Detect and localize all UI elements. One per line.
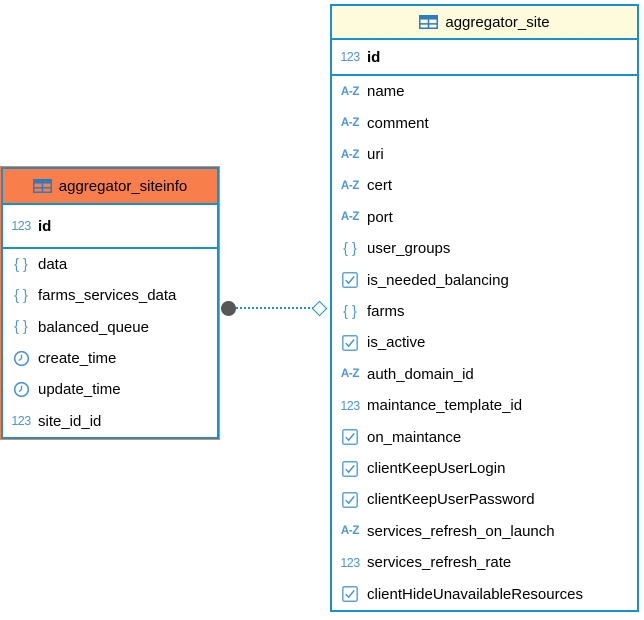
field-name: site_id_id (38, 412, 102, 430)
field-name: uri (367, 146, 384, 164)
field-name: auth_domain_id (367, 365, 474, 383)
field-name: port (367, 208, 393, 226)
datetime-type-icon (10, 381, 32, 398)
field-row-site_id_id[interactable]: 123 site_id_id (3, 406, 217, 437)
field-name: update_time (38, 381, 121, 399)
table-icon (32, 179, 52, 193)
field-name: farms (367, 303, 405, 321)
field-row-clientKeepUserLogin[interactable]: clientKeepUserLogin (332, 453, 637, 484)
boolean-type-icon (339, 429, 361, 446)
json-type-icon: { } (343, 303, 357, 320)
field-row-is_needed_balancing[interactable]: is_needed_balancing (332, 264, 637, 295)
table-header[interactable]: aggregator_siteinfo (3, 169, 217, 205)
boolean-type-icon (339, 272, 361, 289)
field-name: on_maintance (367, 428, 462, 446)
text-type-icon: A-Z (340, 525, 360, 538)
text-type-icon: A-Z (340, 85, 360, 98)
field-row-farms[interactable]: { } farms (332, 296, 637, 327)
field-row-data[interactable]: { } data (3, 249, 217, 280)
field-name: cert (367, 177, 393, 195)
relationship-line[interactable] (231, 307, 326, 309)
field-name: is_needed_balancing (367, 271, 509, 289)
field-row-is_active[interactable]: is_active (332, 327, 637, 358)
field-row-comment[interactable]: A-Z comment (332, 107, 637, 138)
field-row-name[interactable]: A-Z name (332, 76, 637, 107)
field-row-balanced_queue[interactable]: { } balanced_queue (3, 312, 217, 343)
json-type-icon: { } (14, 256, 28, 273)
field-name: maintance_template_id (367, 397, 523, 415)
key-field-row[interactable]: 123 id (332, 40, 637, 76)
field-name: comment (367, 114, 429, 132)
boolean-type-icon (339, 586, 361, 603)
text-type-icon: A-Z (340, 179, 360, 192)
datetime-type-icon (10, 350, 32, 367)
text-type-icon: A-Z (340, 117, 360, 130)
field-row-on_maintance[interactable]: on_maintance (332, 421, 637, 452)
field-row-services_refresh_rate[interactable]: 123 services_refresh_rate (332, 547, 637, 578)
field-row-port[interactable]: A-Z port (332, 202, 637, 233)
json-type-icon: { } (343, 240, 357, 257)
relationship-one-end-diamond-icon[interactable] (311, 300, 328, 316)
field-list: { } data { } farms_services_data { } balanced… (3, 249, 217, 437)
field-name: clientHideUnavailableResources (367, 585, 583, 603)
number-type-icon: 123 (11, 219, 31, 233)
boolean-type-icon (339, 335, 361, 351)
field-name: user_groups (367, 240, 451, 258)
field-name: data (38, 256, 68, 274)
key-field-name: id (367, 48, 381, 66)
field-name: clientKeepUserLogin (367, 460, 506, 478)
field-row-update_time[interactable]: update_time (3, 374, 217, 405)
json-type-icon: { } (14, 319, 28, 336)
table-title: aggregator_siteinfo (58, 177, 188, 195)
number-type-icon: 123 (340, 555, 360, 570)
field-row-clientKeepUserPassword[interactable]: clientKeepUserPassword (332, 484, 637, 515)
field-row-create_time[interactable]: create_time (3, 343, 217, 374)
field-row-maintance_template_id[interactable]: 123 maintance_template_id (332, 390, 637, 421)
text-type-icon: A-Z (340, 148, 360, 161)
number-type-icon: 123 (340, 50, 360, 64)
field-name: balanced_queue (38, 318, 149, 336)
field-name: services_refresh_rate (367, 554, 512, 572)
field-row-clientHideUnavailableResources[interactable]: clientHideUnavailableResources (332, 579, 637, 610)
field-name: name (367, 83, 405, 101)
field-row-services_refresh_on_launch[interactable]: A-Z services_refresh_on_launch (332, 516, 637, 547)
field-name: clientKeepUserPassword (367, 491, 535, 509)
boolean-type-icon (339, 492, 361, 508)
relationship-many-end-dot-icon[interactable] (221, 300, 236, 316)
relationship-connector[interactable] (219, 299, 331, 317)
field-name: is_active (367, 334, 426, 352)
key-field-row[interactable]: 123 id (3, 205, 217, 249)
text-type-icon: A-Z (340, 211, 360, 224)
field-row-auth_domain_id[interactable]: A-Z auth_domain_id (332, 359, 637, 390)
number-type-icon: 123 (11, 414, 31, 429)
field-row-uri[interactable]: A-Z uri (332, 139, 637, 170)
field-name: services_refresh_on_launch (367, 522, 555, 540)
boolean-type-icon (339, 460, 361, 477)
table-title: aggregator_site (445, 13, 550, 31)
key-field-name: id (38, 217, 52, 235)
table-header[interactable]: aggregator_site (332, 6, 637, 40)
field-name: farms_services_data (38, 287, 177, 305)
text-type-icon: A-Z (340, 368, 360, 381)
table-icon (419, 15, 439, 29)
entity-table-aggregator-siteinfo[interactable]: aggregator_siteinfo 123 id { } data { } far… (0, 166, 220, 440)
field-row-user_groups[interactable]: { } user_groups (332, 233, 637, 264)
field-name: create_time (38, 350, 117, 368)
json-type-icon: { } (14, 287, 28, 304)
number-type-icon: 123 (340, 398, 360, 413)
field-row-cert[interactable]: A-Z cert (332, 170, 637, 201)
field-row-farms_services_data[interactable]: { } farms_services_data (3, 280, 217, 311)
